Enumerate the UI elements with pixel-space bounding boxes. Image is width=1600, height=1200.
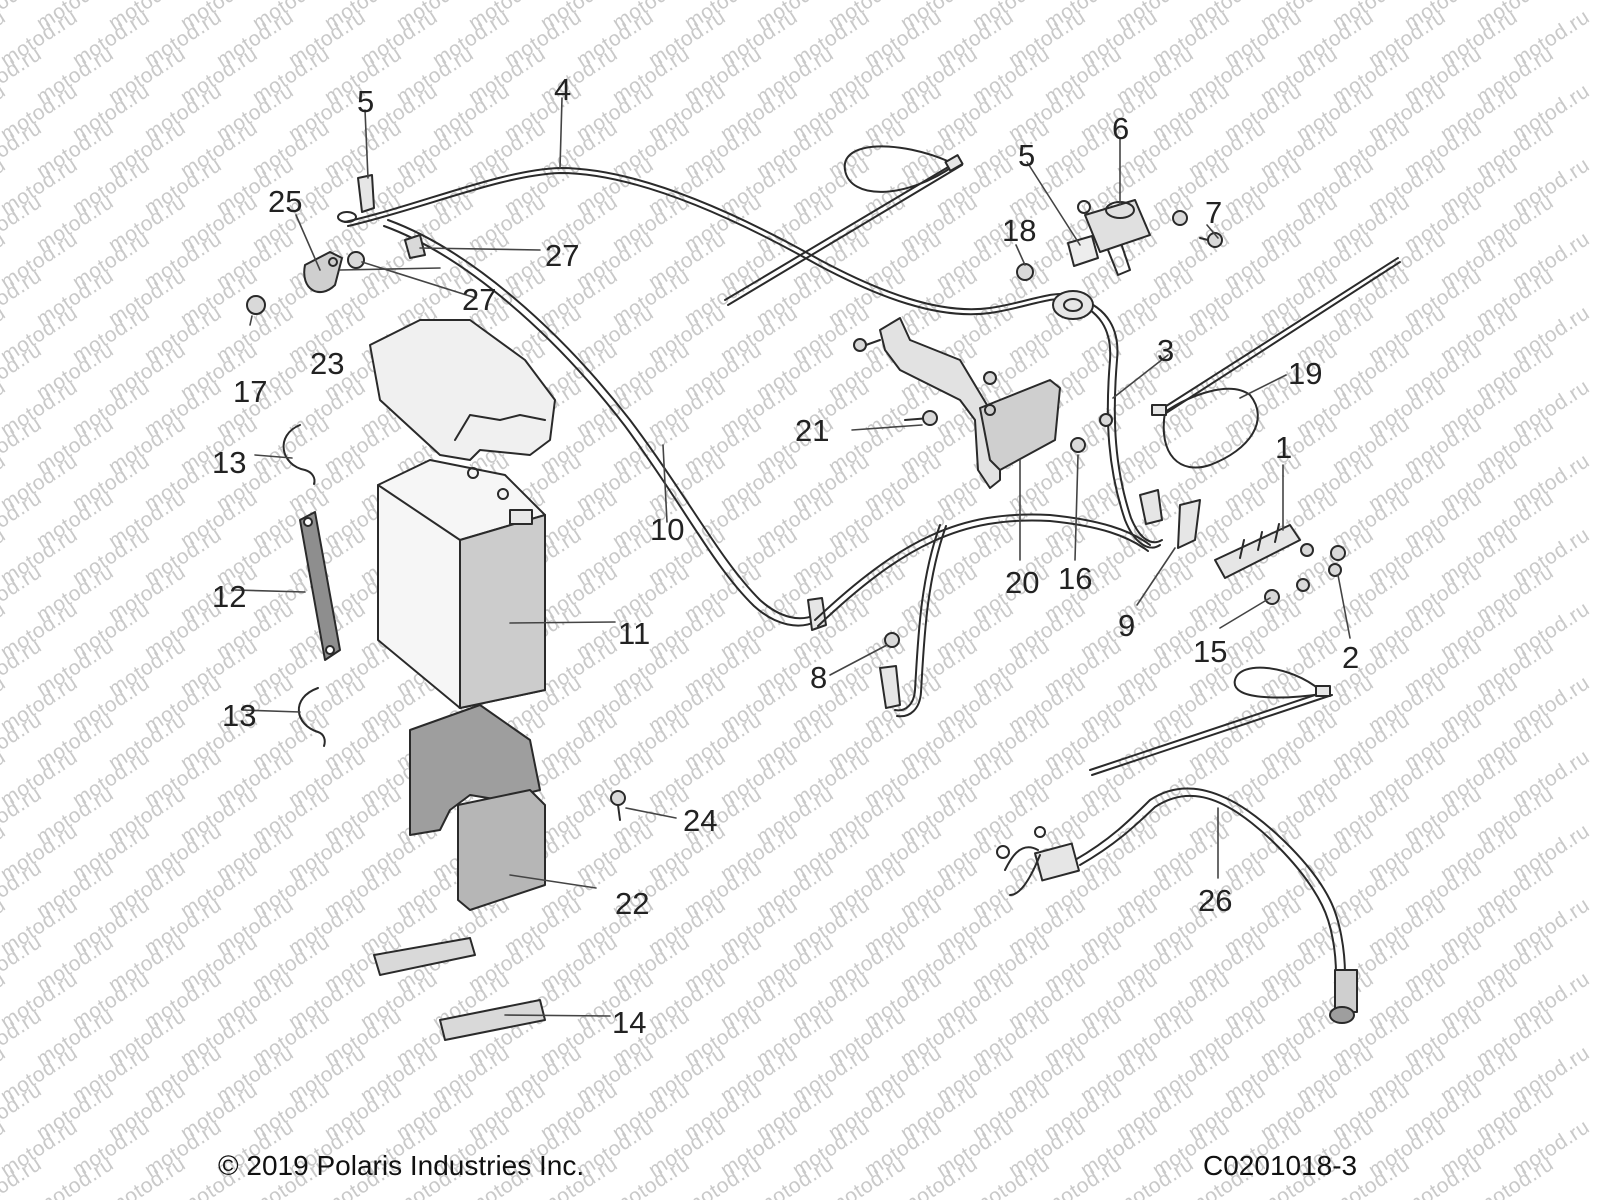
terminal-27 [404,234,426,259]
callout-23: 23 [310,346,345,381]
starter-cable [1052,290,1163,549]
battery-bracket [853,317,1061,489]
callout-11: 11 [618,616,651,651]
battery-cover [369,319,556,461]
nut [983,371,997,385]
battery-pads [373,937,546,1041]
callout-15: 15 [1193,634,1228,669]
cable-tie-upper [724,145,964,306]
battery [377,459,546,709]
cable-clip [1099,413,1113,427]
callout-14: 14 [612,1005,647,1040]
callout-5: 5 [1018,138,1036,173]
callout-24: 24 [683,803,718,838]
nut-19 [246,295,266,315]
callout-10: 10 [650,512,685,547]
callout-13: 13 [212,445,247,480]
positive-cable [337,167,1076,316]
cable-tie-right [1151,257,1401,469]
callout-7: 7 [1205,195,1223,230]
terminal-boot [1067,235,1099,267]
callout-25: 26 [1198,883,1233,918]
bracket-bolt [904,410,938,426]
callout-19: 17 [233,374,268,409]
accessory-harness [996,787,1358,1024]
callout-1: 1 [1275,430,1293,465]
callout-3: 3 [1157,333,1175,368]
callout-22: 22 [615,886,650,921]
callout-4: 4 [554,72,572,107]
callout-26: 25 [268,184,303,219]
cable-tie-lower [1089,666,1333,776]
callout-20: 20 [1005,565,1040,600]
nut-16 [1070,437,1086,453]
diagram-code: C0201018-3 [1203,1150,1358,1181]
callout-6: 6 [1112,111,1130,146]
nut-27 [347,251,365,269]
leader-lines [234,97,1351,1017]
callout-27: 27 [462,282,497,317]
battery-tray [409,704,546,911]
nut-17 [1016,263,1034,281]
callout-9: 9 [1118,608,1136,643]
cable-clamp [303,251,343,294]
relay-hardware [1172,210,1223,248]
clip-13-lower [297,687,326,747]
clip-13-upper [282,424,316,485]
callout-5: 5 [357,84,375,119]
ground-strap [1177,499,1201,549]
ground-bolt [884,632,900,648]
callout-21: 21 [795,413,830,448]
tray-bolt [610,790,626,821]
callout-8: 8 [810,660,828,695]
copyright-text: © 2019 Polaris Industries Inc. [218,1150,585,1181]
callout-16: 16 [1058,561,1093,596]
callout-13: 13 [222,698,257,733]
callout-12: 12 [212,579,247,614]
callout-18: 19 [1288,356,1323,391]
callout-17: 18 [1002,213,1037,248]
callout-27: 27 [545,238,580,273]
terminal-block [1214,523,1346,605]
battery-strap [299,511,341,661]
callout-2: 2 [1342,640,1360,675]
